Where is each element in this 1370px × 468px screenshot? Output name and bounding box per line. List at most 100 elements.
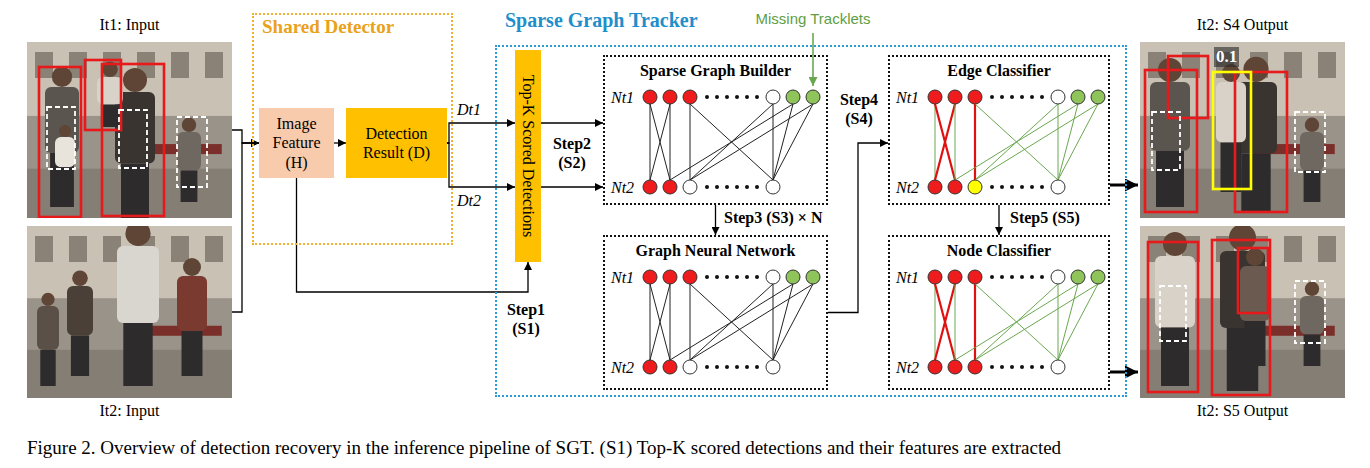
leader-arrow: [812, 33, 814, 86]
graph-edge: [650, 284, 670, 360]
graph-node: [928, 90, 942, 104]
graph-node: [928, 180, 942, 194]
graph-node: [948, 360, 962, 374]
graph-node: [683, 270, 697, 284]
detection-box: [1235, 72, 1287, 212]
graph-node: [643, 180, 657, 194]
graph-edge: [670, 284, 671, 360]
ellipsis-dot: [745, 275, 749, 279]
ellipsis-dot: [990, 185, 994, 189]
ignored-box: [177, 117, 207, 187]
detection-box: [1212, 240, 1270, 395]
person-legs: [123, 323, 152, 386]
output-image: It2: S4 Output0.1: [1140, 42, 1345, 218]
photo-window: [35, 236, 53, 262]
flow-arrow: [828, 143, 888, 313]
flow-arrow: [1110, 371, 1138, 374]
person-body: [67, 286, 93, 336]
street-photo: [1140, 42, 1345, 218]
flow-arrow: [541, 186, 603, 187]
street-photo: [1140, 226, 1345, 398]
box-label: Image Feature (H): [259, 114, 334, 172]
person-legs: [40, 350, 55, 386]
ignored-box: [1295, 281, 1325, 343]
box-title: Sparse Graph Builder: [605, 61, 826, 80]
graph-node: [948, 90, 962, 104]
ellipsis-dot: [755, 275, 759, 279]
graph-node: [766, 360, 780, 374]
graph-node: [663, 360, 677, 374]
graph-node: [663, 180, 677, 194]
graph-node: [968, 270, 982, 284]
input-image: It1: Input: [27, 42, 232, 218]
step-label: Step2 (S2): [544, 134, 600, 172]
score-label: 0.1: [1214, 47, 1239, 67]
ellipsis-dot: [1000, 185, 1004, 189]
flow-arrow: [447, 123, 515, 143]
ellipsis-dot: [990, 95, 994, 99]
graph-node: [643, 360, 657, 374]
ellipsis-dot: [745, 365, 749, 369]
photo-window: [205, 52, 223, 78]
ignored-box: [1295, 112, 1325, 172]
photo-window: [1318, 236, 1336, 262]
box-label: Top-K Scored Detections: [518, 75, 537, 237]
ignored-box: [1152, 112, 1180, 170]
graph-node: [766, 180, 780, 194]
person-body: [55, 137, 75, 167]
graph-node: [1091, 270, 1105, 284]
ellipsis-dot: [755, 185, 759, 189]
photo-ground: [1140, 226, 1345, 398]
ignored-box: [1160, 286, 1186, 341]
graph-node: [968, 90, 982, 104]
image-caption: It2: Input: [27, 401, 232, 420]
box-title: Node Classifier: [890, 241, 1108, 260]
person-head: [41, 293, 54, 306]
graph-illustration: [928, 90, 1105, 194]
person-body: [177, 132, 201, 171]
graph-edge: [1058, 104, 1078, 180]
person-head: [1163, 232, 1187, 256]
person-head: [59, 125, 71, 137]
image-caption: It2: S5 Output: [1140, 401, 1345, 420]
photo-window: [1284, 236, 1302, 262]
ellipsis-dot: [725, 365, 729, 369]
graph-edge: [955, 284, 1078, 360]
node-set-label: Nt2: [896, 358, 919, 377]
graph-edge: [650, 284, 651, 360]
graph-edge: [935, 284, 936, 360]
graph-node: [1051, 270, 1065, 284]
ellipsis-dot: [1030, 185, 1034, 189]
detection-box: [102, 64, 164, 216]
flow-arrow: [715, 205, 716, 235]
graph-edge: [1058, 284, 1098, 360]
node-set-label: Nt2: [611, 178, 634, 197]
graph-edge: [955, 284, 956, 360]
graph-edge: [650, 104, 670, 180]
graph-node: [786, 270, 800, 284]
image-caption: It1: Input: [27, 15, 232, 34]
street-photo: [27, 226, 232, 398]
person-head: [1305, 118, 1319, 132]
person-body: [177, 276, 207, 331]
ellipsis-dot: [1040, 365, 1044, 369]
person-legs: [1221, 143, 1242, 193]
output-image: It2: S5 Output: [1140, 226, 1345, 398]
graph-node: [1051, 360, 1065, 374]
person-legs: [1241, 154, 1270, 213]
ellipsis-dot: [725, 95, 729, 99]
ellipsis-dot: [755, 95, 759, 99]
ellipsis-dot: [1030, 365, 1034, 369]
ellipsis-dot: [1010, 95, 1014, 99]
person-head: [1243, 57, 1268, 82]
person-body: [1300, 132, 1324, 171]
node-set-label: Nt1: [896, 88, 919, 107]
person-legs: [1304, 335, 1321, 367]
graph-node: [1071, 270, 1085, 284]
ellipsis-dot: [715, 275, 719, 279]
graph-edge: [773, 104, 774, 180]
node-classifier-box: Node ClassifierNt1Nt2: [888, 235, 1110, 390]
person-body: [37, 306, 59, 350]
detection-box: Detection Result (D): [346, 108, 447, 178]
photo-ground: [1140, 42, 1345, 218]
